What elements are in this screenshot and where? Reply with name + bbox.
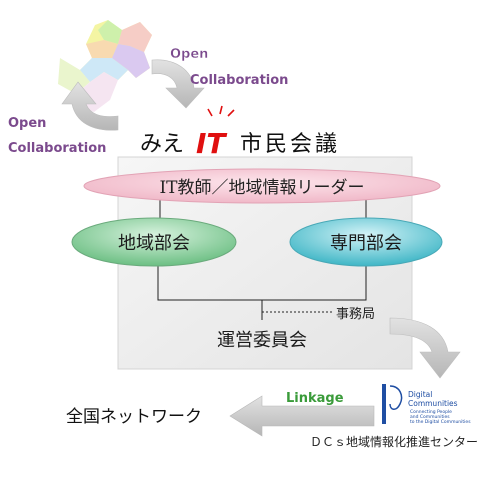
cycle-arrow-right-icon — [151, 59, 205, 109]
logo-text-digital: Digital — [408, 390, 432, 399]
title-it-sparkle-icon — [207, 105, 235, 117]
logo-tagline-3: to the Digital Communities — [410, 419, 471, 425]
regional-section-ellipse — [71, 217, 237, 267]
logo-text-communities: Communities — [408, 399, 458, 408]
linkage-label: Linkage — [286, 391, 344, 406]
open-collaboration-label-left: Open — [8, 116, 46, 131]
mie-map-icon — [58, 20, 152, 112]
it-teacher-leader-ellipse — [83, 168, 441, 204]
open-collaboration-label-left-2: Collaboration — [8, 141, 106, 156]
linkage-arrow-icon — [229, 395, 375, 437]
title-prefix: みえ — [140, 132, 184, 157]
logo-tagline-2: and Communities — [410, 414, 450, 420]
steering-committee-label: 運営委員会 — [217, 330, 307, 351]
logo-tagline-1: Connecting People — [410, 409, 452, 415]
it-teacher-leader-label: IT教師／地域情報リーダー — [159, 178, 364, 198]
digital-communities-logo: Digital Communities Connecting People an… — [382, 384, 471, 425]
title-rest: 市民会議 — [240, 132, 340, 157]
title-it: IT — [196, 127, 227, 160]
regional-section-label: 地域部会 — [118, 233, 190, 254]
arrow-to-dcs-icon — [389, 317, 461, 379]
specialist-section-label: 専門部会 — [330, 233, 402, 254]
national-network-label: 全国ネットワーク — [66, 407, 202, 427]
cycle-arrow-left-icon — [61, 81, 119, 131]
open-collaboration-label-right: Open — [170, 47, 208, 62]
open-collaboration-label-right-2: Collaboration — [190, 73, 288, 88]
dcs-center-label: ＤＣｓ地域情報化推進センター — [310, 435, 478, 449]
specialist-section-ellipse — [289, 217, 443, 267]
secretariat-label: 事務局 — [336, 307, 375, 322]
